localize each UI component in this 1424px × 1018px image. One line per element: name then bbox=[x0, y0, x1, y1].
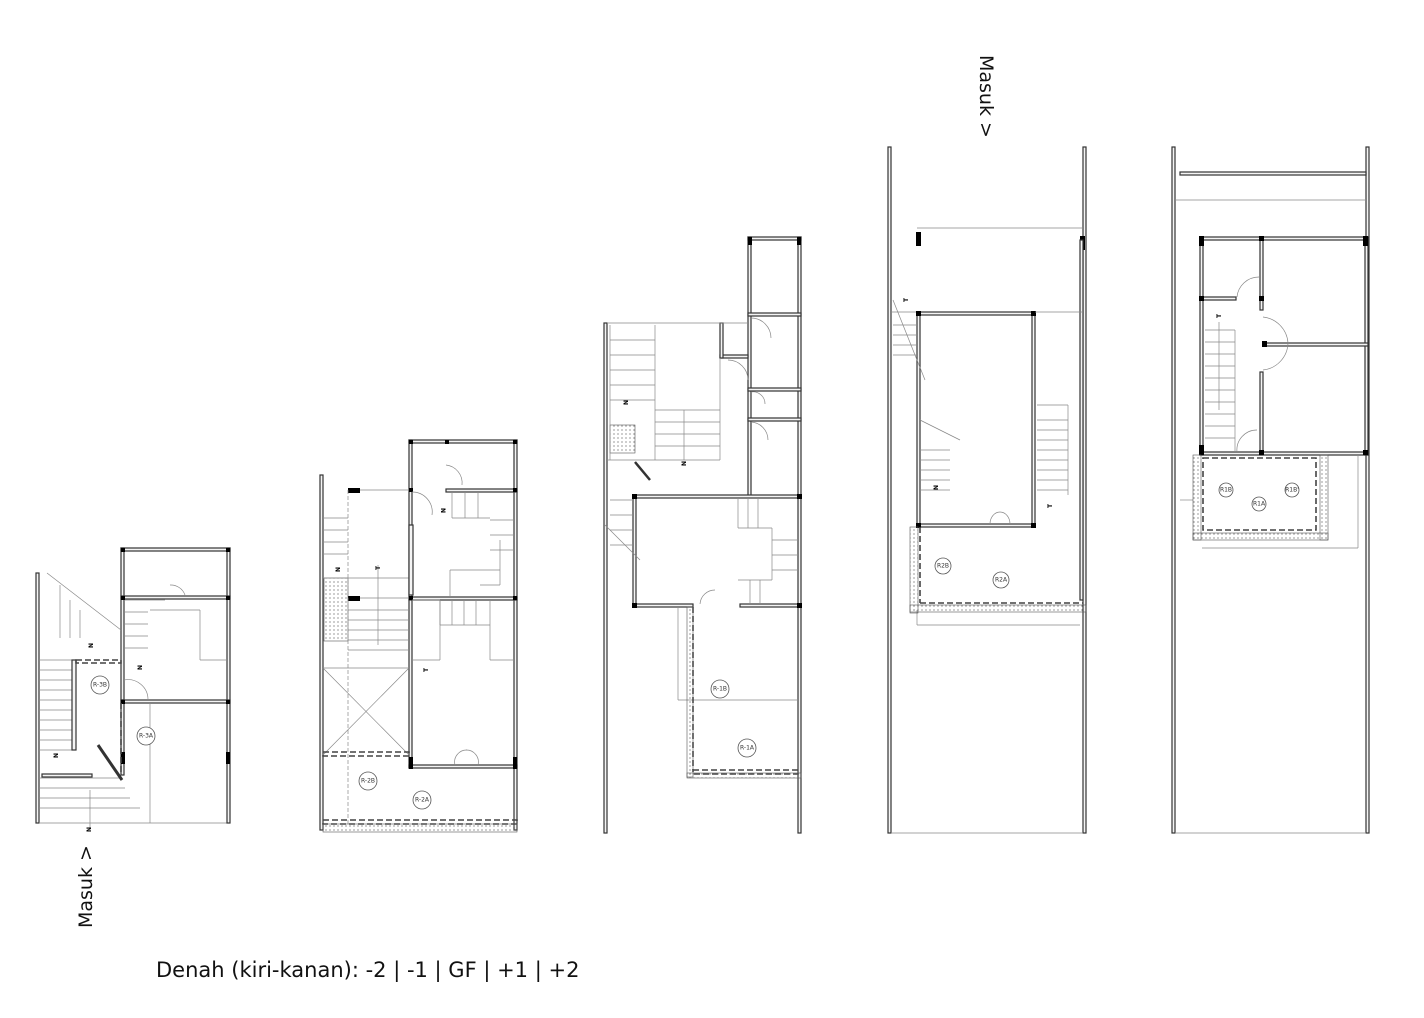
room-tag: R-2B bbox=[358, 771, 378, 791]
svg-text:R2A: R2A bbox=[995, 577, 1008, 584]
level-marker: N bbox=[88, 643, 95, 648]
room-tag: R1B' bbox=[1284, 482, 1300, 498]
level-marker: N bbox=[681, 461, 688, 466]
level-marker: T bbox=[423, 667, 430, 672]
svg-text:R-3B: R-3B bbox=[93, 682, 107, 689]
level-marker: N bbox=[53, 753, 60, 758]
room-tag: R1A bbox=[1251, 496, 1267, 512]
plan-level-minus-2: R-3B R-3A N N N N bbox=[35, 547, 231, 832]
svg-text:R-2A: R-2A bbox=[415, 797, 430, 804]
svg-text:R-1A: R-1A bbox=[740, 745, 755, 752]
svg-text:R1B': R1B' bbox=[1285, 487, 1299, 494]
plan-level-ground: R-1B R-1A N N bbox=[603, 236, 802, 834]
room-tag: R1B bbox=[1218, 482, 1234, 498]
room-tag: R-3B bbox=[90, 675, 110, 695]
plan-level-minus-1: R-2B R-2A N T N T bbox=[319, 439, 518, 833]
level-marker: N bbox=[335, 567, 342, 572]
room-tag: R2B bbox=[934, 557, 952, 575]
level-marker: T bbox=[375, 565, 382, 570]
room-tag: R-3A bbox=[136, 726, 156, 746]
level-marker: N bbox=[623, 400, 630, 405]
drawing-caption: Denah (kiri-kanan): -2 | -1 | GF | +1 | … bbox=[156, 958, 580, 982]
level-marker: N bbox=[933, 485, 940, 490]
svg-text:R-1B: R-1B bbox=[713, 686, 727, 693]
level-marker: N bbox=[137, 665, 144, 670]
level-marker: T bbox=[1047, 503, 1054, 508]
entry-label-left: Masuk > bbox=[75, 845, 97, 928]
entry-label-top: Masuk > bbox=[975, 55, 997, 138]
room-tag: R-2A bbox=[412, 790, 432, 810]
svg-text:R2B: R2B bbox=[937, 563, 949, 570]
level-marker: N bbox=[86, 827, 93, 832]
svg-text:R-2B: R-2B bbox=[361, 778, 375, 785]
svg-text:R1B: R1B bbox=[1220, 487, 1232, 494]
svg-text:R-3A: R-3A bbox=[139, 733, 154, 740]
room-tag: R2A bbox=[992, 571, 1010, 589]
room-tag: R-1B bbox=[710, 679, 730, 699]
level-marker: N bbox=[439, 508, 446, 513]
svg-text:R1A: R1A bbox=[1253, 501, 1266, 508]
plan-level-plus-2: R1B R1A R1B' T bbox=[1171, 146, 1370, 834]
room-tag: R-1A bbox=[737, 738, 757, 758]
level-marker: T bbox=[1216, 313, 1223, 318]
level-marker: T bbox=[903, 297, 910, 302]
plan-level-plus-1: R2B R2A T N T bbox=[887, 146, 1087, 834]
